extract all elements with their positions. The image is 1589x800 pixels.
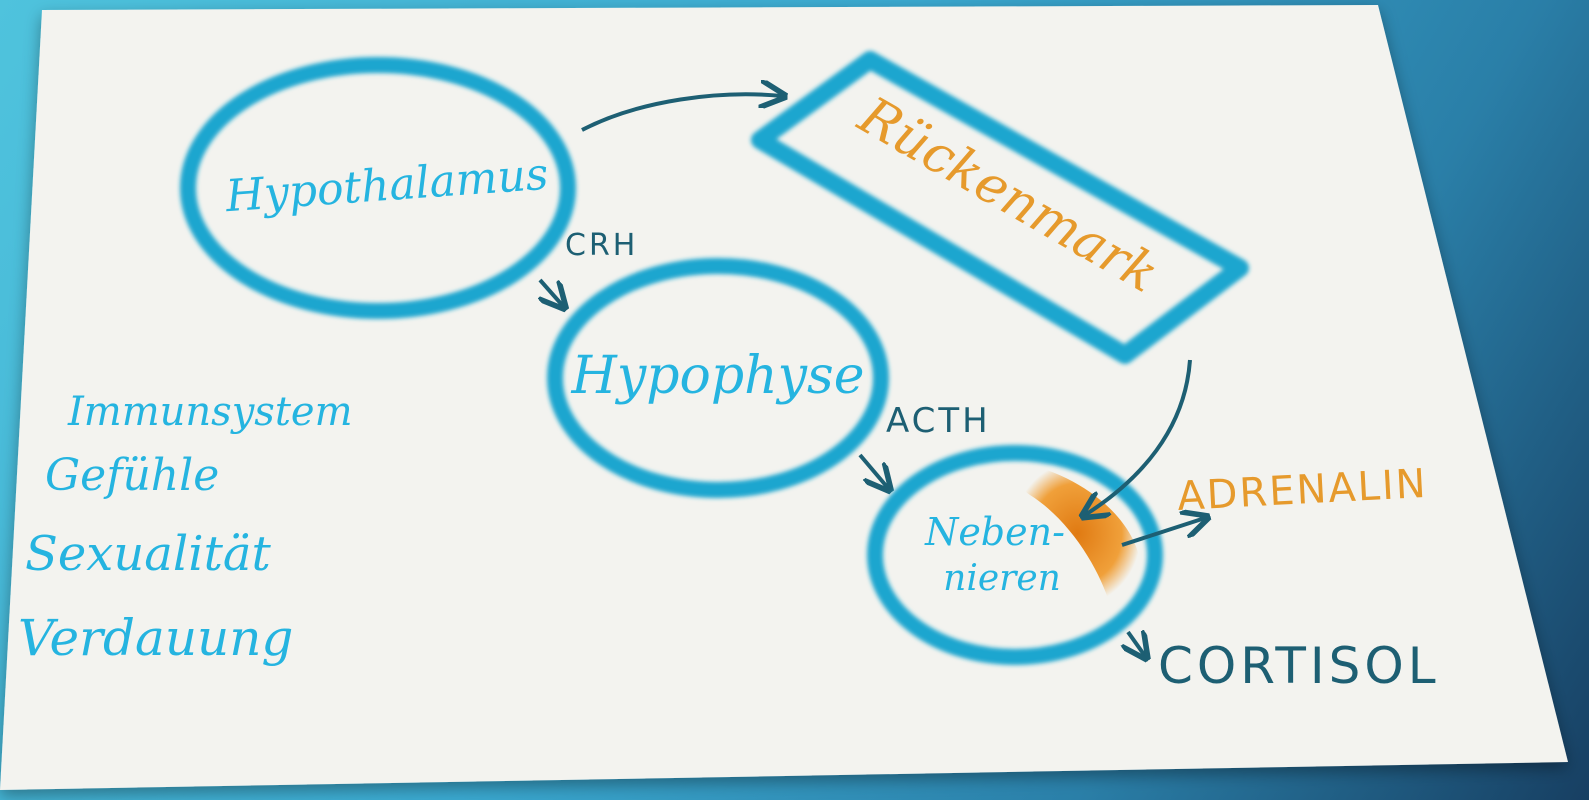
arrow-adrenalin <box>1121 518 1205 547</box>
influence-sexualitaet: Sexualität <box>25 526 272 582</box>
influence-gefuehle: Gefühle <box>45 450 219 501</box>
nebennieren-label-line2: nieren <box>943 558 1061 599</box>
arrow-acth <box>858 453 888 488</box>
adrenal-medulla-shape <box>1013 462 1141 605</box>
crh-label: CRH <box>565 228 638 263</box>
nebennieren-label-line1: Neben- <box>924 510 1065 554</box>
nebennieren-node: Neben- nieren <box>867 445 1163 665</box>
hypophyse-label: Hypophyse <box>571 346 865 406</box>
arrow-cortisol <box>1128 632 1145 656</box>
influences-list: Immunsystem Gefühle Sexualität Verdauung <box>18 389 353 667</box>
arrow-rueckenmark-to-nebennieren <box>1085 359 1192 515</box>
paper-sheet <box>0 5 1568 790</box>
influence-immunsystem: Immunsystem <box>67 389 353 435</box>
influence-verdauung: Verdauung <box>18 609 293 667</box>
cortisol-label: CORTISOL <box>1158 637 1440 695</box>
arrow-crh <box>540 278 563 306</box>
acth-label: ACTH <box>886 401 991 441</box>
arrow-hypothalamus-to-rueckenmark <box>581 94 782 132</box>
hypophyse-node: Hypophyse <box>547 258 889 498</box>
